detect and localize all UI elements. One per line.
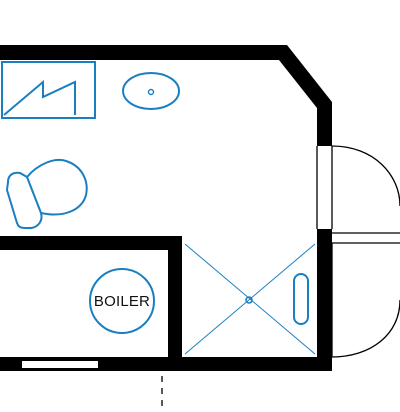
toilet-tank	[5, 171, 43, 229]
wall-partition-vertical	[168, 236, 182, 369]
door-swing-lower	[331, 299, 400, 358]
wall-angled	[279, 45, 332, 115]
shower-tray-icon	[184, 243, 316, 355]
window-opening	[22, 361, 98, 368]
toilet-icon	[5, 158, 88, 229]
wall-top	[0, 45, 287, 60]
shower-drain-icon	[245, 296, 253, 304]
wall-right-lower	[317, 243, 332, 369]
sink-icon	[122, 72, 180, 110]
door-swing-icon	[331, 145, 400, 358]
sink-drain	[147, 88, 155, 96]
wall-partition-horizontal	[0, 236, 182, 250]
wall-right-middle	[317, 229, 332, 243]
stairs-symbol	[1, 61, 96, 119]
boiler-label: BOILER	[94, 293, 150, 310]
shower-niche	[293, 273, 309, 325]
boiler-icon: BOILER	[89, 268, 155, 334]
wall-right-upper	[317, 102, 332, 146]
walls	[0, 45, 332, 371]
toilet-bowl	[26, 158, 88, 216]
door-frames	[316, 146, 400, 357]
door-swing-upper	[331, 145, 400, 207]
